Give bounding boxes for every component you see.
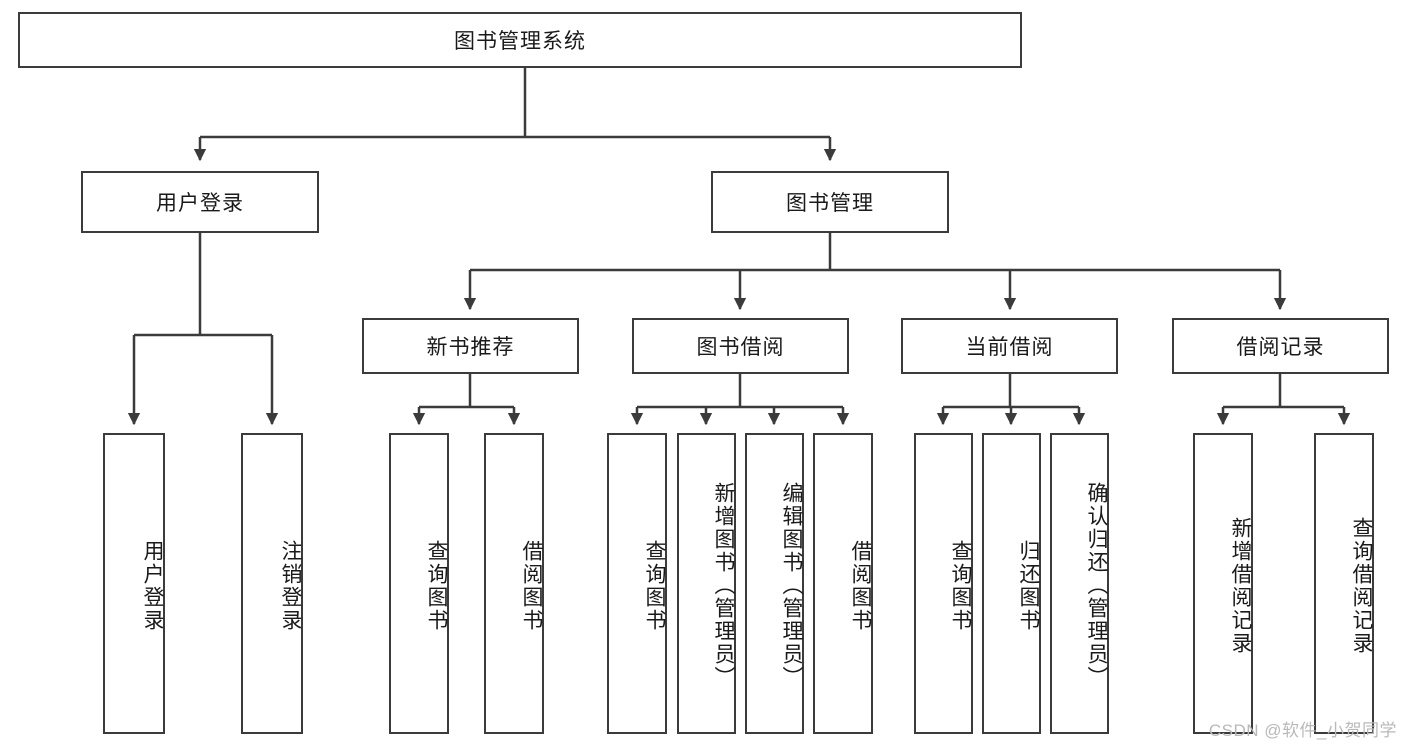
node-book-borrow-label: 图书借阅 <box>696 336 785 359</box>
node-current-borrow[interactable]: 当前借阅 <box>901 318 1118 374</box>
node-user-login-label: 用户登录 <box>156 192 244 215</box>
leaf-query-book-borrow-label: 查询图书 <box>643 539 666 632</box>
leaf-confirm-return-admin-label: 确认归还（管理员） <box>1085 482 1108 689</box>
node-new-book-recommend-label: 新书推荐 <box>426 336 515 359</box>
leaf-query-book-recommend-label: 查询图书 <box>425 539 448 632</box>
leaf-borrow-book-recommend[interactable]: 借阅图书 <box>484 433 544 734</box>
node-borrow-record-label: 借阅记录 <box>1236 336 1325 359</box>
leaf-user-login[interactable]: 用户登录 <box>103 433 165 734</box>
leaf-query-book-current-label: 查询图书 <box>949 539 972 632</box>
leaf-add-borrow-record[interactable]: 新增借阅记录 <box>1193 433 1253 734</box>
node-user-login[interactable]: 用户登录 <box>81 171 319 233</box>
node-current-borrow-label: 当前借阅 <box>965 336 1054 359</box>
node-borrow-record[interactable]: 借阅记录 <box>1172 318 1389 374</box>
leaf-borrow-book-label: 借阅图书 <box>849 539 872 632</box>
leaf-user-logout-label: 注销登录 <box>279 539 302 632</box>
leaf-return-book-label: 归还图书 <box>1017 539 1040 632</box>
watermark: CSDN @软件_小贺同学 <box>1208 721 1397 740</box>
node-book-management[interactable]: 图书管理 <box>711 171 949 233</box>
leaf-query-book-recommend[interactable]: 查询图书 <box>389 433 449 734</box>
leaf-query-borrow-record[interactable]: 查询借阅记录 <box>1314 433 1374 734</box>
leaf-user-logout[interactable]: 注销登录 <box>241 433 303 734</box>
leaf-query-borrow-record-label: 查询借阅记录 <box>1350 516 1373 655</box>
leaf-borrow-book[interactable]: 借阅图书 <box>813 433 873 734</box>
leaf-edit-book-admin-label: 编辑图书（管理员） <box>780 482 803 689</box>
leaf-edit-book-admin[interactable]: 编辑图书（管理员） <box>745 433 804 734</box>
leaf-query-book-borrow[interactable]: 查询图书 <box>607 433 667 734</box>
node-book-management-label: 图书管理 <box>786 192 874 215</box>
leaf-add-book-admin[interactable]: 新增图书（管理员） <box>677 433 736 734</box>
node-new-book-recommend[interactable]: 新书推荐 <box>362 318 579 374</box>
leaf-return-book[interactable]: 归还图书 <box>982 433 1041 734</box>
leaf-borrow-book-recommend-label: 借阅图书 <box>520 539 543 632</box>
node-root-label: 图书管理系统 <box>454 30 586 53</box>
node-root[interactable]: 图书管理系统 <box>18 12 1022 68</box>
leaf-confirm-return-admin[interactable]: 确认归还（管理员） <box>1050 433 1109 734</box>
node-book-borrow[interactable]: 图书借阅 <box>632 318 849 374</box>
leaf-query-book-current[interactable]: 查询图书 <box>914 433 973 734</box>
leaf-add-borrow-record-label: 新增借阅记录 <box>1229 516 1252 655</box>
leaf-user-login-label: 用户登录 <box>141 539 164 632</box>
leaf-add-book-admin-label: 新增图书（管理员） <box>712 482 735 689</box>
